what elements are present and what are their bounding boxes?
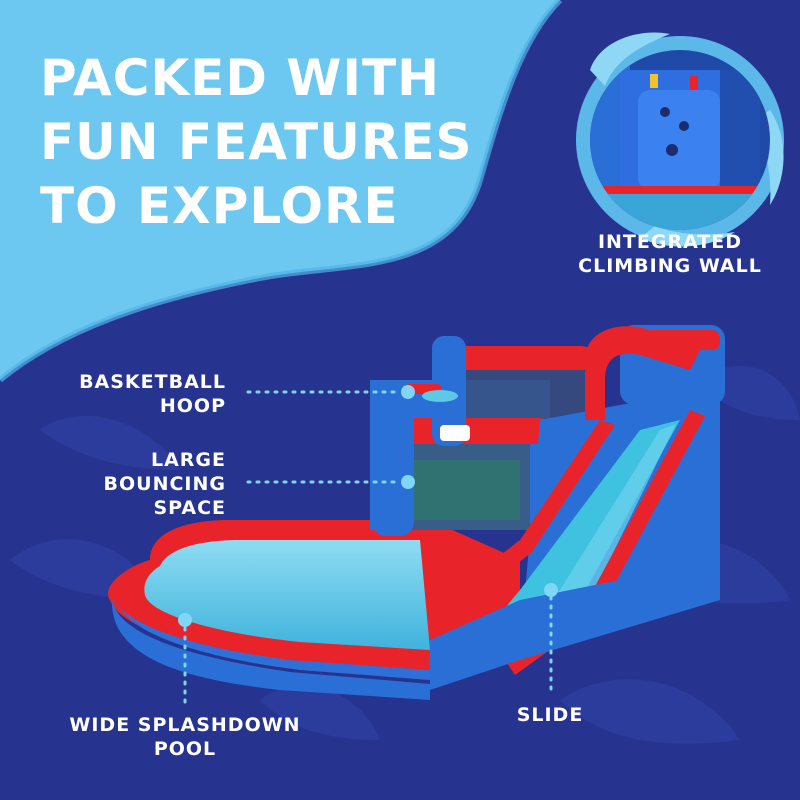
headline-line-3: TO EXPLORE	[40, 177, 399, 235]
connector-dots	[178, 385, 558, 627]
light-blue-wave	[0, 0, 560, 380]
bouncing-space-label: LARGE BOUNCING SPACE	[103, 449, 226, 519]
connector-lines	[183, 390, 553, 707]
headline-line-1: PACKED WITH	[40, 49, 440, 107]
slide-label: SLIDE	[516, 704, 584, 726]
basketball-hoop-label: BASKETBALL HOOP	[79, 371, 226, 417]
splashdown-pool-label: WIDE SPLASHDOWN POOL	[69, 714, 301, 760]
water-park-illustration	[108, 325, 725, 700]
headline-line-2: FUN FEATURES	[40, 113, 473, 171]
climbing-wall-label: INTEGRATED CLIMBING WALL	[578, 231, 762, 277]
headline: PACKED WITH FUN FEATURES TO EXPLORE	[40, 46, 473, 238]
